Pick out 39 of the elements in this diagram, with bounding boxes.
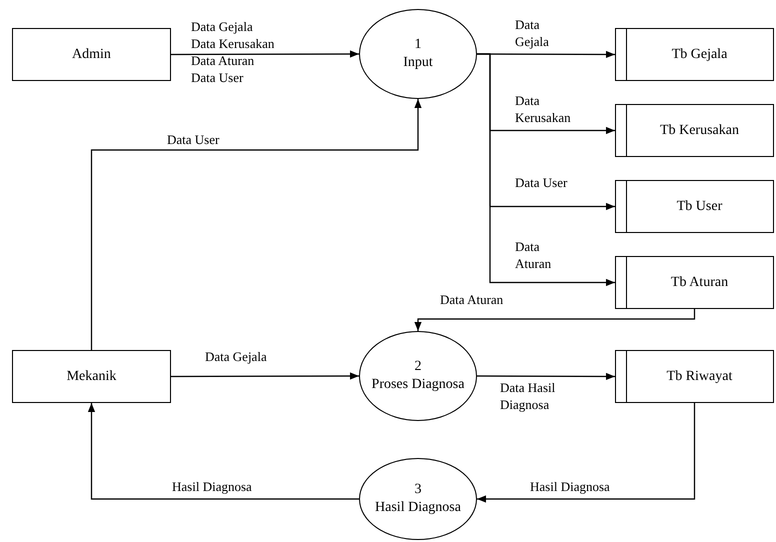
data-store-box: [615, 180, 774, 233]
edge-label: Hasil Diagnosa: [172, 478, 253, 495]
edge-label: Data Gejala Data Kerusakan Data Aturan Data User: [191, 18, 276, 86]
external-entity-box: [12, 350, 171, 403]
data-store-box: [615, 28, 774, 81]
edge-label: Data Aturan: [440, 291, 504, 308]
node-label: Tb Aturan: [670, 274, 728, 292]
node-label: Proses Diagnosa: [372, 376, 464, 394]
process-number: 3: [414, 481, 422, 499]
edge-label: Data Hasil Diagnosa: [500, 379, 556, 413]
node-label: Input: [403, 54, 433, 72]
edge-label: Data Aturan: [515, 238, 552, 272]
edge-label: Hasil Diagnosa: [530, 478, 611, 495]
node-label: Tb Riwayat: [666, 368, 732, 386]
arrow: [477, 53, 615, 286]
node-label: Tb Gejala: [672, 46, 728, 64]
data-store-box: [615, 350, 774, 403]
arrow: [171, 372, 359, 380]
edge-label: Data User: [515, 174, 568, 191]
arrow: [171, 50, 359, 58]
data-store-box: [615, 256, 774, 309]
node-label: Mekanik: [66, 368, 116, 386]
data-store-box: [615, 104, 774, 157]
arrow: [477, 403, 696, 503]
arrow: [477, 372, 615, 380]
edge-label: Data Kerusakan: [515, 92, 572, 126]
edge-label: Data User: [167, 131, 220, 148]
process-number: 2: [414, 358, 422, 376]
node-label: Tb User: [676, 198, 722, 216]
node-label: Hasil Diagnosa: [375, 499, 461, 517]
node-label: Admin: [72, 46, 111, 64]
node-label: Tb Kerusakan: [660, 122, 739, 140]
arrow: [414, 309, 696, 331]
external-entity-box: [12, 28, 171, 81]
arrow: [88, 403, 359, 500]
arrow: [90, 99, 422, 350]
edge-label: Data Gejala: [205, 348, 268, 365]
edge-label: Data Gejala: [515, 16, 550, 50]
process-number: 1: [414, 36, 422, 54]
